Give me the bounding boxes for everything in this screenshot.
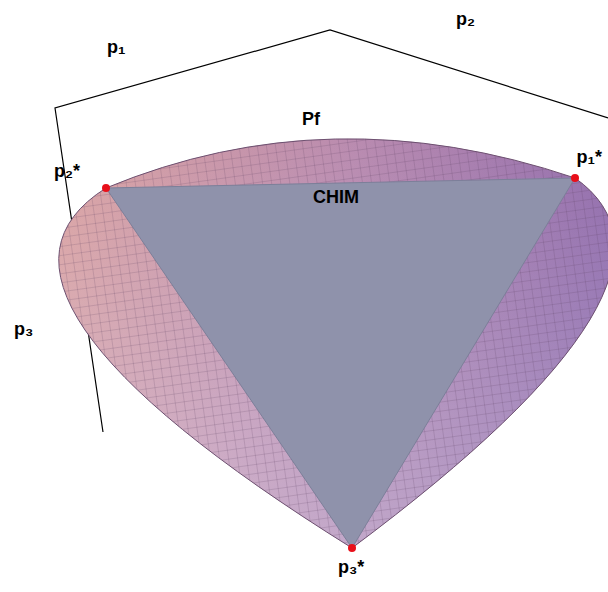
surface-label: Pf <box>302 108 320 130</box>
point-label: p₂* <box>54 160 80 182</box>
point-dot <box>348 544 356 552</box>
surface-mesh <box>59 139 608 548</box>
axis-label: p₃ <box>14 318 33 340</box>
point-dot <box>102 184 110 192</box>
point-dot <box>571 174 579 182</box>
region-label: CHIM <box>313 186 359 208</box>
chim-triangle <box>106 178 575 548</box>
axis-label: p₁ <box>107 36 125 58</box>
curved-surface <box>59 139 608 548</box>
surface-shading <box>59 139 608 548</box>
point-label: p₁* <box>577 146 602 168</box>
point-label: p₃* <box>338 556 364 578</box>
axis-label: p₂ <box>456 8 475 30</box>
